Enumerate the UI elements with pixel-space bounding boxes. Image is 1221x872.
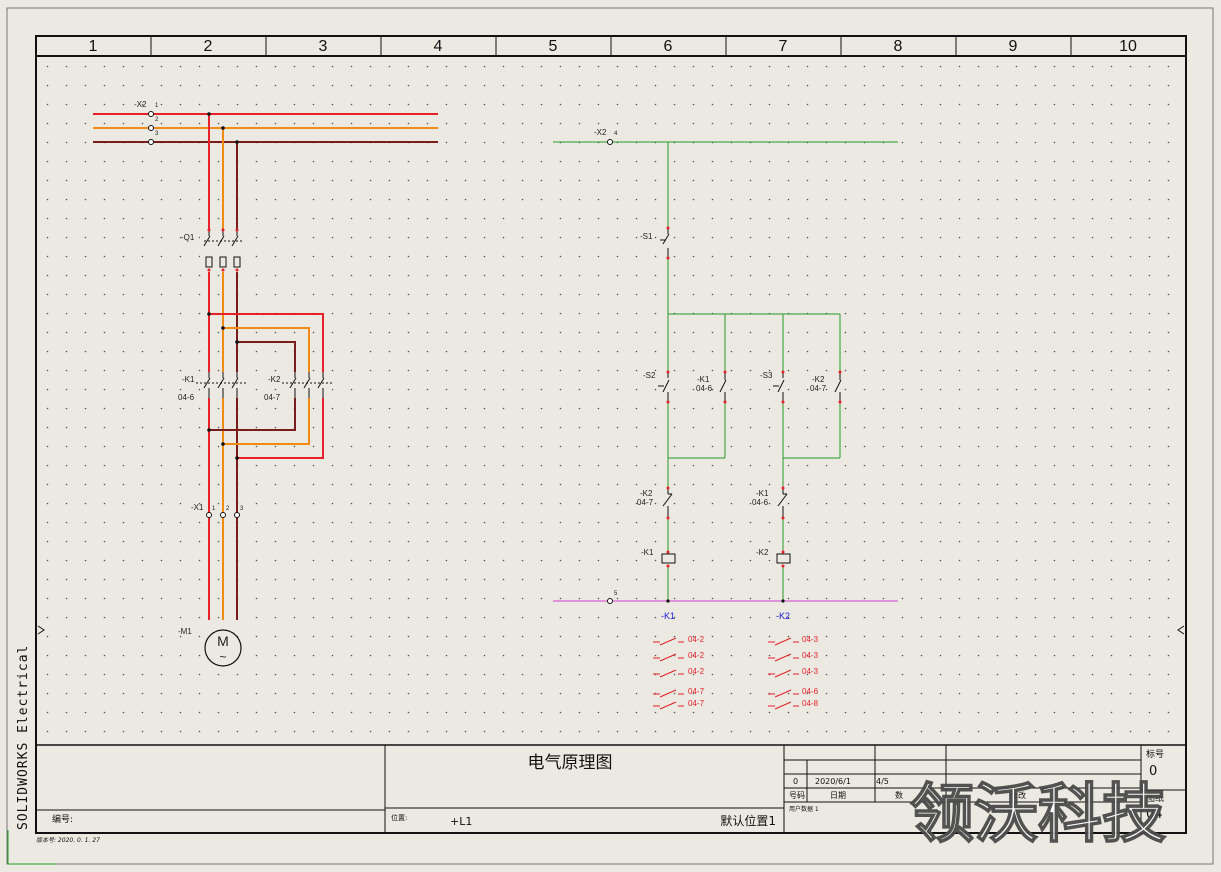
- k2-hold-tag: -K2: [812, 375, 825, 384]
- s1-tag: -S1: [640, 232, 653, 241]
- left-center-mark-icon: [37, 625, 45, 635]
- rev-partial: 4/5: [876, 777, 889, 786]
- column-number: 9: [1009, 38, 1018, 55]
- col-partial-label: 数: [895, 790, 903, 800]
- k1-interlock-ref: 04-6: [752, 498, 769, 507]
- title-block: 电气原理图 编号: 位置: +L1 默认位置1 0 2020/6/1 4/5 号…: [36, 744, 1186, 844]
- motor-letter: M: [217, 633, 229, 649]
- column-ruler: 1 2 3 4 5 6 7 8 9 10: [89, 36, 1137, 56]
- column-number: 2: [204, 38, 213, 55]
- location-value: 默认位置1: [720, 813, 776, 828]
- user-data-1: 用户数据 1: [789, 805, 819, 813]
- k1-hold-ref: 04-6: [696, 384, 713, 393]
- k2-interlock-tag: -K2: [640, 489, 653, 498]
- mark-label: 标号: [1146, 748, 1164, 760]
- coil2-label: -K2: [776, 611, 790, 621]
- k2-interlock-ref: 04-7: [637, 498, 654, 507]
- k2-contact-ref: 04-3: [802, 651, 819, 660]
- x2-bottom-term: 5: [614, 591, 618, 597]
- sheet-label: 图纸: [1146, 792, 1164, 804]
- watermark: 领沃科技: [910, 778, 1166, 852]
- col-modify-label: 修改: [1010, 790, 1026, 800]
- x1-term: 3: [240, 506, 244, 512]
- k1-power-ref: 04-6: [178, 393, 195, 402]
- mark-value: 0: [1149, 764, 1157, 779]
- k1-contact-ref: 04-7: [688, 699, 705, 708]
- k1-contact-ref: 04-2: [688, 651, 705, 660]
- control-circuit: -X2 4 5 -S1 -: [553, 128, 898, 710]
- user-data-2: 用户数据 2: [988, 805, 1018, 813]
- k1-hold-tag: -K1: [697, 375, 710, 384]
- x2-power-tag: -X2: [134, 100, 147, 109]
- coil1-label: -K1: [661, 611, 675, 621]
- k2-contact-symbols: [768, 637, 799, 710]
- position-value: +L1: [450, 815, 472, 828]
- k2-contact-ref: 04-3: [802, 635, 819, 644]
- x2-control-term: 4: [614, 131, 618, 137]
- origin-axis-icon: [7, 830, 56, 865]
- k1-interlock-tag: -K1: [756, 489, 769, 498]
- coil1-tag: -K1: [641, 548, 654, 557]
- k2-contact-ref: 04-3: [802, 667, 819, 676]
- col-number-label: 号码: [789, 791, 805, 800]
- sheet-value: 04: [1146, 807, 1163, 822]
- k1-contact-ref: 04-7: [688, 687, 705, 696]
- k2-hold-ref: 04-7: [810, 384, 827, 393]
- k1-contact-ref: 04-2: [688, 635, 705, 644]
- x1-term: 2: [226, 506, 230, 512]
- x1-tag: -X1: [191, 503, 204, 512]
- s3-tag: -S3: [760, 371, 773, 380]
- drawing-frame-outer: [6, 7, 1214, 865]
- col-date-label: 日期: [830, 791, 846, 800]
- k2-power-tag: -K2: [268, 375, 281, 384]
- right-center-mark-icon: [1177, 625, 1185, 635]
- number-label: 编号:: [52, 813, 73, 825]
- x2-term: 1: [155, 103, 159, 109]
- x2-control-tag: -X2: [594, 128, 607, 137]
- drawing-title: 电气原理图: [528, 753, 613, 773]
- k1-contact-symbols: [653, 637, 684, 710]
- rev-date: 2020/6/1: [815, 777, 851, 786]
- m1-tag: -M1: [178, 627, 192, 636]
- column-number: 4: [434, 38, 443, 55]
- k2-contact-ref: 04-6: [802, 687, 819, 696]
- x2-term: 2: [155, 117, 159, 123]
- k2-contact-ref: 04-8: [802, 699, 819, 708]
- coil-k1-icon: [661, 553, 676, 564]
- coil-k2-icon: [776, 553, 791, 564]
- motor-ac-symbol: ~: [219, 650, 226, 664]
- column-number: 5: [549, 38, 558, 55]
- column-number: 8: [894, 38, 903, 55]
- version-note: 版本号: 2020. 0. 1. 27: [36, 836, 100, 844]
- s2-tag: -S2: [643, 371, 656, 380]
- column-number: 1: [89, 38, 98, 55]
- x1-term: 1: [212, 506, 216, 512]
- rev-index: 0: [793, 777, 798, 786]
- k1-power-tag: -K1: [182, 375, 195, 384]
- x2-term: 3: [155, 131, 159, 137]
- grid-area: [38, 57, 1185, 745]
- column-number: 3: [319, 38, 328, 55]
- k1-contact-ref: 04-2: [688, 667, 705, 676]
- coil2-tag: -K2: [756, 548, 769, 557]
- position-label: 位置:: [391, 813, 407, 822]
- column-number: 6: [664, 38, 673, 55]
- column-number: 10: [1119, 38, 1137, 55]
- power-circuit: -X2 1 2 3 -Q1 -K1 04-6: [93, 100, 438, 667]
- side-brand-text: SOLIDWORKS Electrical: [16, 645, 31, 830]
- k2-power-ref: 04-7: [264, 393, 281, 402]
- q1-tag: -Q1: [181, 233, 195, 242]
- column-number: 7: [779, 38, 788, 55]
- motor-icon: [204, 629, 242, 667]
